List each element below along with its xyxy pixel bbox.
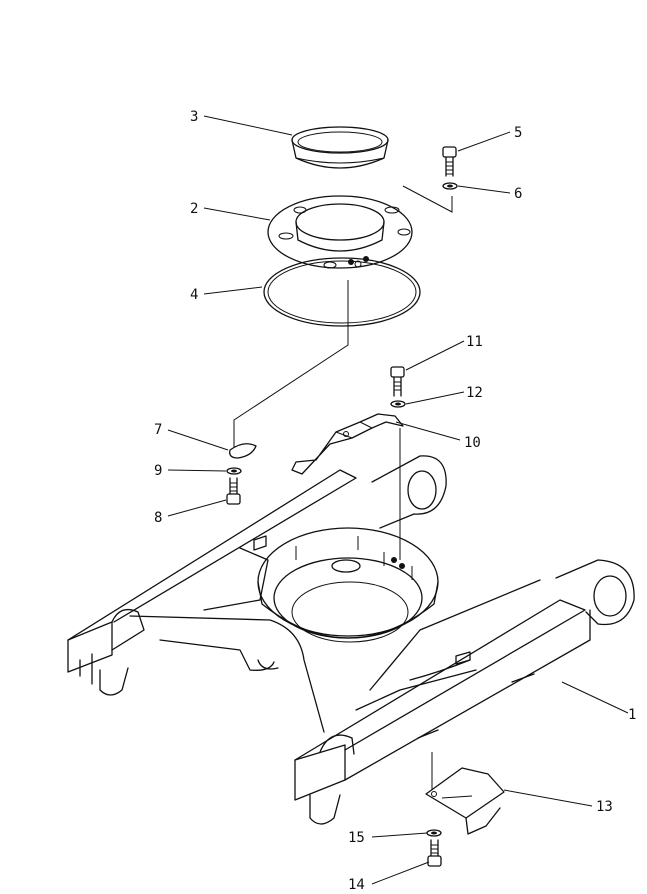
part-10-bracket [291,413,404,560]
callout-8: 8 [154,510,162,526]
callout-6: 6 [514,186,522,202]
callout-1: 1 [628,707,636,723]
part-12-washer [390,400,406,408]
callout-11: 11 [466,334,483,350]
callout-15: 15 [348,830,365,846]
part-2-flange-plate [267,195,413,269]
callout-13: 13 [596,799,613,815]
callout-9: 9 [154,463,162,479]
part-3-ring [291,126,389,169]
part-15-washer [426,829,442,837]
callout-7: 7 [154,422,162,438]
callout-4: 4 [190,287,198,303]
part-9-washer [226,467,242,475]
part-4-o-ring [263,257,421,327]
part-8-bolt [226,477,241,505]
part-14-bolt [427,839,442,867]
part-6-washer [442,182,458,190]
assembly-guide-line [233,280,349,448]
callout-5: 5 [514,125,522,141]
bolt-guide-line [402,185,453,213]
callout-12: 12 [466,385,483,401]
callout-2: 2 [190,201,198,217]
part-7-cover [229,443,257,459]
part-5-bolt [442,146,457,177]
part-13-bracket [425,767,505,835]
part-1-track-frame [67,455,635,825]
callout-10: 10 [464,435,481,451]
callout-3: 3 [190,109,198,125]
part-11-bolt [390,366,405,397]
callout-labels: 1 2 3 4 5 6 7 8 9 10 11 12 13 14 15 [154,109,636,893]
leader-lines [167,115,629,885]
callout-14: 14 [348,877,365,893]
